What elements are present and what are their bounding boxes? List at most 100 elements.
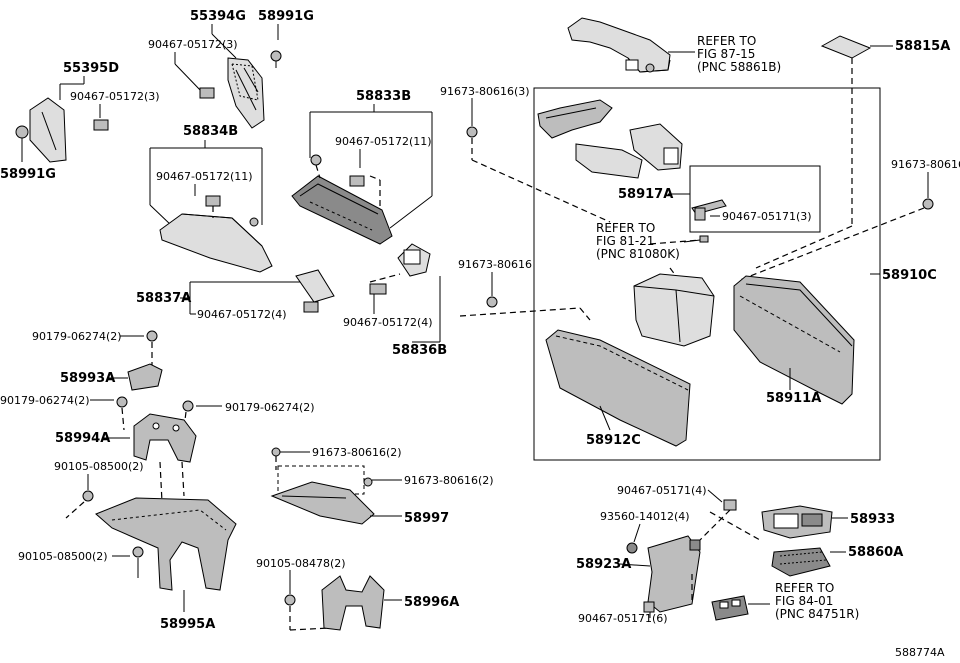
svg-text:FIG 84-01: FIG 84-01 (775, 594, 833, 608)
screw-91673-80616-b (486, 296, 498, 308)
label-58996A: 58996A (404, 595, 459, 610)
label-58912C: 58912C (586, 433, 641, 448)
bracket-58993A (127, 363, 163, 391)
label-91673-80616-mid: 91673-80616 (458, 258, 532, 271)
bolt-90105-08478 (284, 594, 296, 606)
svg-text:FIG 81-21: FIG 81-21 (596, 234, 654, 248)
label-90105-08478-2: 90105-08478(2) (256, 557, 346, 570)
label-58837A: 58837A (136, 291, 191, 306)
holder-box-part (633, 273, 715, 347)
nut-90179-06274-a (146, 330, 158, 342)
side-panel-58911A (733, 275, 855, 405)
label-90467-05172-3-b: 90467-05172(3) (70, 90, 160, 103)
label-55395D: 55395D (63, 61, 119, 76)
base-bracket-58995A (95, 497, 237, 591)
reference-fig-81-21: REFER TO FIG 81-21 (PNC 81080K) (596, 221, 680, 261)
pad-58815A (820, 35, 872, 59)
nut-93560-14012 (626, 542, 638, 554)
label-90467-05172-4-b: 90467-05172(4) (343, 316, 433, 329)
clip-90467-05172-a (199, 87, 215, 99)
clip-90467-05172-d (369, 283, 387, 295)
panel-55395D (29, 97, 67, 163)
label-58910C: 58910C (882, 268, 937, 283)
label-58991G-left: 58991G (0, 167, 56, 182)
label-58997: 58997 (404, 511, 449, 526)
label-58991G-top: 58991G (258, 9, 314, 24)
label-91673-80616-2-b: 91673-80616(2) (404, 474, 494, 487)
label-58933: 58933 (850, 512, 895, 527)
bezel-58860A (771, 547, 831, 577)
clip-90467-05172-b (93, 119, 109, 131)
label-90467-05171-3: 90467-05171(3) (722, 210, 812, 223)
label-91673-80616-2-a: 91673-80616(2) (312, 446, 402, 459)
reference-fig-84-01: REFER TO FIG 84-01 (PNC 84751R) (775, 581, 859, 621)
label-93560-14012-4: 93560-14012(4) (600, 510, 690, 523)
label-58994A: 58994A (55, 431, 110, 446)
panel-55394G (227, 57, 265, 129)
label-90467-05172-4-a: 90467-05172(4) (197, 308, 287, 321)
label-58836B: 58836B (392, 343, 447, 358)
label-58860A: 58860A (848, 545, 903, 560)
label-91673-80616-right: 91673-80616 (891, 158, 960, 171)
label-90467-05172-11-a: 90467-05172(11) (156, 170, 253, 183)
lid-58834B (159, 213, 273, 273)
switch-panel-58933 (761, 505, 833, 539)
clip-90467-05171-b (723, 499, 737, 511)
bracket-58997 (270, 481, 375, 525)
screw-91673-80616-a (466, 126, 478, 138)
label-58993A: 58993A (60, 371, 115, 386)
clip-58991G-top (270, 50, 282, 62)
clip-90467-05171-c (643, 601, 655, 613)
label-58911A: 58911A (766, 391, 821, 406)
label-90179-06274-2-a: 90179-06274(2) (32, 330, 122, 343)
label-58815A: 58815A (895, 39, 950, 54)
svg-text:(PNC 84751R): (PNC 84751R) (775, 607, 859, 621)
svg-text:REFER TO: REFER TO (596, 221, 655, 235)
label-90105-08500-2-b: 90105-08500(2) (18, 550, 108, 563)
label-58833B: 58833B (356, 89, 411, 104)
label-58917A: 58917A (618, 187, 673, 202)
bracket-58996A (321, 575, 385, 631)
clip-58991G-left (15, 125, 29, 139)
bracket-58836B (397, 243, 431, 277)
bracket-58994A (133, 413, 197, 463)
label-58995A: 58995A (160, 617, 215, 632)
console-assembly-frame (533, 87, 881, 461)
lid-58837A (295, 269, 335, 303)
tray-58833B (291, 175, 393, 245)
label-90467-05171-6: 90467-05171(6) (578, 612, 668, 625)
clip-90467-05171-a (694, 207, 706, 221)
cup-holder-part (575, 143, 643, 179)
upper-trim-part (537, 99, 613, 139)
svg-text:FIG 87-15: FIG 87-15 (697, 47, 755, 61)
label-58923A: 58923A (576, 557, 631, 572)
diagram-id: 588774A (895, 646, 945, 659)
side-panel-58912C (545, 329, 691, 447)
reference-fig-87-15: REFER TO FIG 87-15 (PNC 58861B) (697, 34, 781, 74)
label-58834B: 58834B (183, 124, 238, 139)
label-55394G: 55394G (190, 9, 246, 24)
label-91673-80616-3: 91673-80616(3) (440, 85, 530, 98)
bolt-90105-08500-b (132, 546, 144, 558)
nut-90179-06274-c (182, 400, 194, 412)
label-90179-06274-2-b: 90179-06274(2) (0, 394, 90, 407)
screw-91673-80616-c (922, 198, 934, 210)
svg-text:(PNC 81080K): (PNC 81080K) (596, 247, 680, 261)
callout-box-58917A (689, 165, 821, 233)
air-duct-part (567, 17, 671, 73)
bolt-90105-08500-a (82, 490, 94, 502)
switch-unit-ref-84-01 (711, 595, 749, 621)
nut-90179-06274-b (116, 396, 128, 408)
svg-text:(PNC 58861B): (PNC 58861B) (697, 60, 781, 74)
svg-text:REFER TO: REFER TO (775, 581, 834, 595)
label-90105-08500-2-a: 90105-08500(2) (54, 460, 144, 473)
label-90467-05171-4: 90467-05171(4) (617, 484, 707, 497)
label-90467-05172-11-b: 90467-05172(11) (335, 135, 432, 148)
cover-58923A (647, 535, 701, 613)
bin-part (629, 123, 683, 171)
label-90467-05172-3-a: 90467-05172(3) (148, 38, 238, 51)
label-90179-06274-2-c: 90179-06274(2) (225, 401, 315, 414)
clip-90467-05172-c (205, 195, 221, 207)
